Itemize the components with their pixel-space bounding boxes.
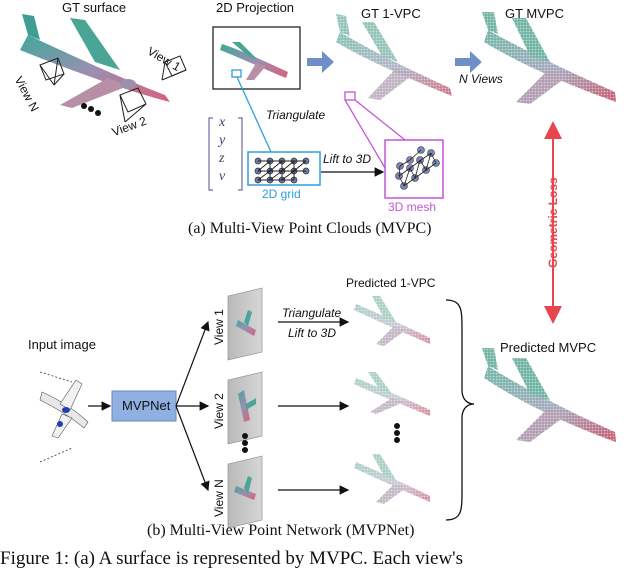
- frustum-ellipsis: [81, 103, 101, 116]
- projection-airplane: [220, 42, 288, 80]
- predicted-mvpc-label: Predicted MVPC: [500, 340, 597, 355]
- mvpnet-label: MVPNet: [122, 398, 171, 413]
- vector-x: x: [219, 115, 226, 130]
- cloud-ellipsis: [394, 423, 400, 443]
- grid-2d-edges: [257, 160, 307, 181]
- predicted-1vpc-cloud-n: [352, 450, 434, 506]
- predicted-1vpc-cloud-2: [352, 368, 434, 418]
- view-panel-2: [227, 371, 263, 445]
- triangulate-label-bottom: Triangulate: [282, 306, 342, 320]
- zoom-connector-blue: [236, 76, 272, 153]
- view-1-label-bottom: View 1: [212, 309, 226, 345]
- view-panel-1: [227, 287, 263, 361]
- n-views-label: N Views: [459, 72, 503, 86]
- mesh-3d-frame: [384, 139, 444, 199]
- vector-v: v: [219, 169, 226, 184]
- triangulate-arrows: [278, 317, 350, 495]
- view-panel-n: [227, 455, 263, 529]
- gt-1vpc-cloud: [335, 12, 455, 102]
- cloud-zoom-box: [344, 91, 356, 101]
- gt-1vpc-label: GT 1-VPC: [361, 6, 421, 21]
- gt-mvpc-cloud: [480, 10, 620, 106]
- predicted-mvpc-cloud: [480, 346, 620, 446]
- view-2-label-bottom: View 2: [212, 393, 226, 429]
- arrow-to-1vpc: [307, 51, 334, 73]
- caption-a: (a) Multi-View Point Clouds (MVPC): [188, 220, 432, 237]
- fanout-arrows: [175, 320, 210, 492]
- figure-caption-fragment: Figure 1: (a) A surface is represented b…: [0, 548, 464, 569]
- lift-to-3d-label-bottom: Lift to 3D: [288, 326, 337, 340]
- mesh-3d-label: 3D mesh: [388, 200, 437, 214]
- input-image-label: Input image: [28, 337, 96, 352]
- grid-2d-label: 2D grid: [262, 187, 301, 201]
- predicted-1vpc-label: Predicted 1-VPC: [346, 276, 436, 290]
- vector-z: z: [219, 151, 225, 166]
- predicted-1vpc-cloud-1: [352, 292, 434, 348]
- geometric-loss-label: Geometric Loss: [546, 177, 560, 268]
- input-image: [39, 371, 89, 463]
- camera-frustums: [39, 55, 187, 123]
- projection-zoom-box: [231, 69, 242, 78]
- gt-mvpc-label: GT MVPC: [505, 6, 564, 21]
- view-n-label-bottom: View N: [212, 479, 226, 517]
- vector-bracket: [208, 117, 243, 191]
- arrow-to-mvpc: [455, 51, 482, 73]
- mesh-3d-edges: [398, 149, 437, 187]
- caption-b: (b) Multi-View Point Network (MVPNet): [147, 522, 415, 539]
- gt-surface-airplane: [20, 14, 170, 108]
- projection-label: 2D Projection: [216, 0, 295, 15]
- vector-y: y: [219, 133, 226, 148]
- gt-surface-label: GT surface: [62, 0, 127, 15]
- lift-to-3d-label-top: Lift to 3D: [323, 152, 372, 166]
- merge-brace: [445, 299, 475, 521]
- zoom-connector-purple-2: [344, 99, 386, 169]
- view-ellipsis: [242, 433, 248, 453]
- triangulate-label-top: Triangulate: [266, 108, 326, 122]
